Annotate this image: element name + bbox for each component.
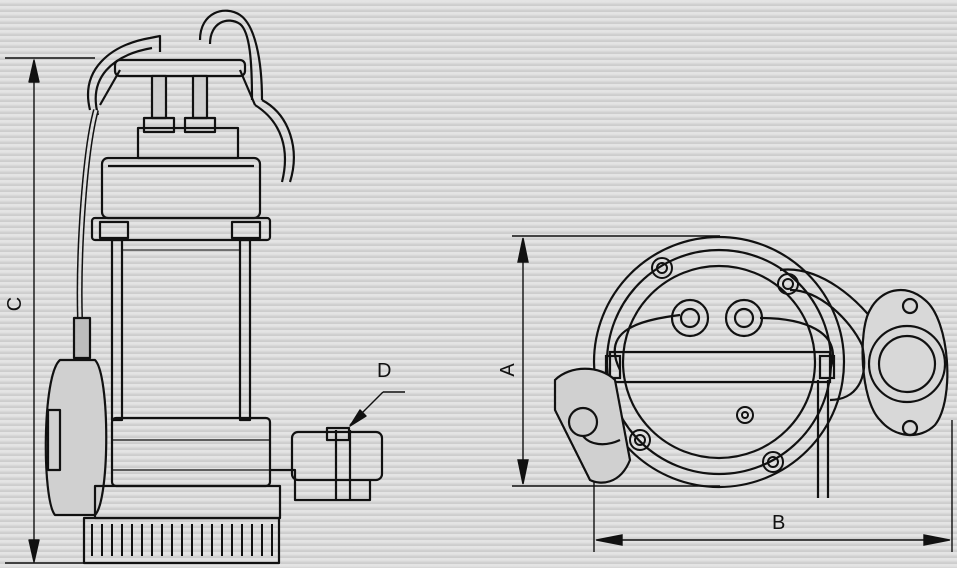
housing-outline <box>592 235 846 489</box>
float-cable-sleeve <box>72 316 92 360</box>
float-switch-top <box>553 367 632 484</box>
handle-right <box>198 9 264 101</box>
upper-flange <box>90 216 272 242</box>
float-switch <box>44 358 108 517</box>
strainer <box>82 516 281 565</box>
dimension-label-b: B <box>772 512 786 534</box>
dimension-label-a: A <box>497 363 519 377</box>
handle-left <box>87 34 162 111</box>
outlet-flange <box>861 289 949 437</box>
dimension-b <box>593 420 953 552</box>
pump-side-view <box>5 9 405 565</box>
dimension-label-c: C <box>4 296 26 312</box>
pump-top-view <box>512 235 953 552</box>
dimension-c <box>5 57 95 564</box>
dimension-a <box>512 235 720 487</box>
dimension-label-d: D <box>377 360 392 382</box>
handle-bar <box>113 58 247 78</box>
